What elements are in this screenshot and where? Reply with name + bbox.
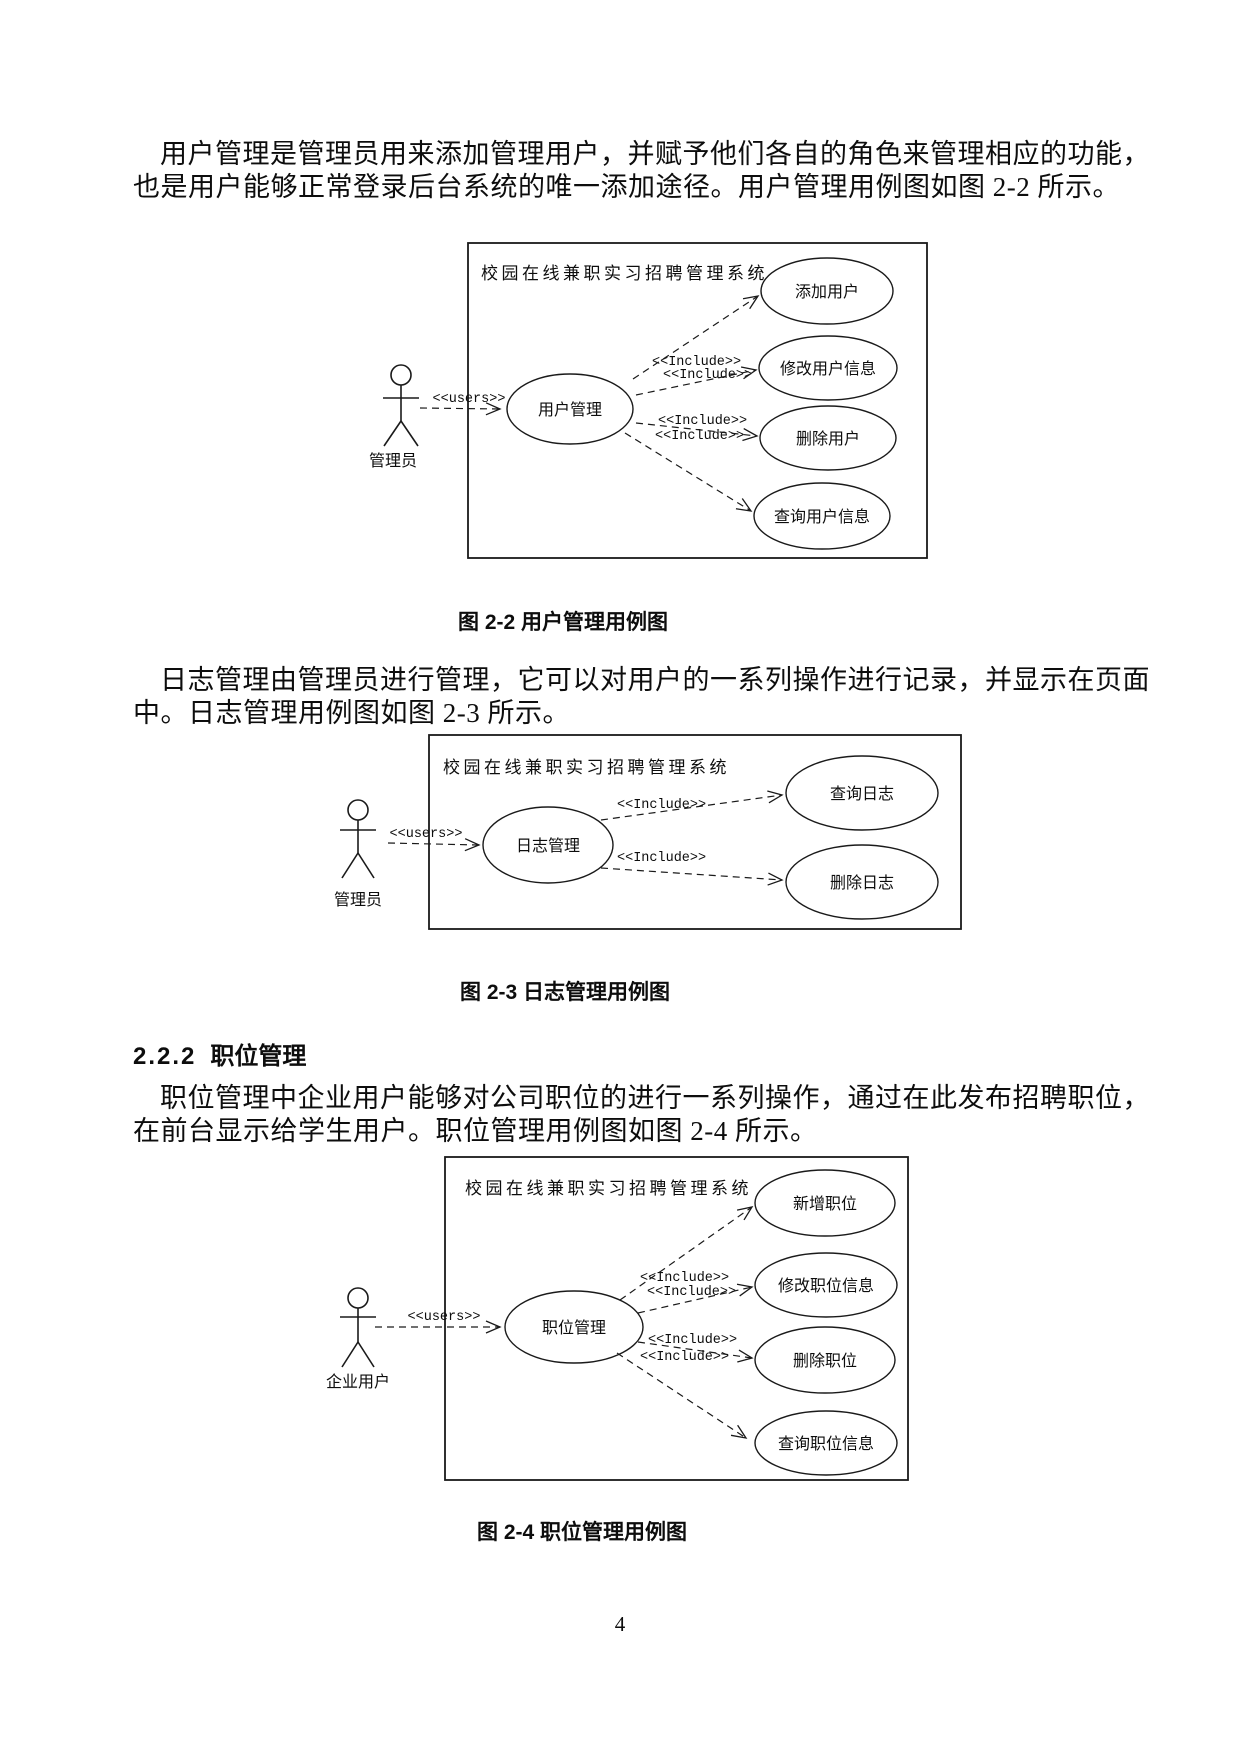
usecase-ellipse <box>759 405 897 471</box>
usecase-ellipse <box>785 844 939 920</box>
usecase-ellipse <box>758 335 898 401</box>
figure-caption: 图 2-2 用户管理用例图 <box>458 611 669 634</box>
actor-leg <box>383 420 402 447</box>
system-boundary <box>444 1156 909 1481</box>
paragraph-line: 职位管理中企业用户能够对公司职位的进行一系列操作，通过在此发布招聘职位， <box>160 1083 1150 1113</box>
actor-head <box>390 364 412 386</box>
figure-caption: 图 2-4 职位管理用例图 <box>477 1521 688 1544</box>
include-arrow <box>635 422 759 442</box>
usecase-ellipse <box>785 755 939 831</box>
usecase-diagram-log-management: 校园在线兼职实习招聘管理系统 管理员 <<users>> 日志管理 查询日志 删… <box>334 734 962 930</box>
page-number: 4 <box>614 1612 626 1636</box>
paragraph-line: 用户管理是管理员用来添加管理用户，并赋予他们各自的角色来管理相应的功能， <box>160 139 1150 169</box>
actor-label: 管理员 <box>369 452 417 470</box>
paragraph-2: 日志管理由管理员进行管理，它可以对用户的一系列操作进行记录，并显示在页面 中。日… <box>133 664 1150 730</box>
usecase-label: 修改用户信息 <box>780 360 876 378</box>
include-arrow <box>635 366 758 396</box>
association-arrow <box>387 838 481 852</box>
usecase-label: 添加用户 <box>795 283 859 301</box>
include-arrow <box>619 1206 754 1301</box>
include-arrow <box>624 432 753 512</box>
usecase-ellipse <box>754 1326 896 1394</box>
include-stereotype-label: <<Include>> <box>655 429 744 444</box>
usecase-label: 查询日志 <box>830 785 894 803</box>
usecase-label: 删除用户 <box>796 430 860 448</box>
system-title: 校园在线兼职实习招聘管理系统 <box>443 758 730 777</box>
system-boundary <box>467 242 928 559</box>
users-stereotype-label: <<users>> <box>433 392 506 407</box>
usecase-label: 查询职位信息 <box>778 1435 874 1453</box>
actor-label: 管理员 <box>334 891 382 909</box>
usecase-label: 删除职位 <box>793 1352 857 1370</box>
actor-leg <box>357 852 375 879</box>
include-stereotype-label: <<Include>> <box>647 1285 736 1300</box>
actor-head <box>347 1287 369 1309</box>
usecase-diagram-position-management: 校园在线兼职实习招聘管理系统 企业用户 <<users>> 职位管理 新增职位 … <box>326 1156 909 1481</box>
system-boundary <box>428 734 962 930</box>
include-arrow <box>632 295 760 380</box>
usecase-label: 查询用户信息 <box>774 508 870 526</box>
paragraph-line: 在前台显示给学生用户。职位管理用例图如图 2-4 所示。 <box>133 1116 818 1146</box>
include-arrow <box>637 1283 754 1314</box>
usecase-label: 用户管理 <box>538 401 602 419</box>
paragraph-3: 职位管理中企业用户能够对公司职位的进行一系列操作，通过在此发布招聘职位， 在前台… <box>133 1082 1150 1148</box>
usecase-ellipse <box>753 482 891 550</box>
usecase-ellipse-main <box>482 806 614 884</box>
usecase-diagram-user-management: 校园在线兼职实习招聘管理系统 管理员 <<users>> 用户管理 添加用户 修… <box>369 242 928 559</box>
include-stereotype-label: <<Include>> <box>652 355 741 370</box>
usecase-label: 删除日志 <box>830 874 894 892</box>
section-title: 职位管理 <box>210 1043 307 1070</box>
actor-leg <box>357 1341 375 1368</box>
actor-leg <box>341 852 359 879</box>
actor-label: 企业用户 <box>326 1373 390 1391</box>
include-stereotype-label: <<Include>> <box>617 798 706 813</box>
figure-caption: 图 2-3 日志管理用例图 <box>460 981 671 1004</box>
paragraph-line: 也是用户能够正常登录后台系统的唯一添加途径。用户管理用例图如图 2-2 所示。 <box>133 172 1120 202</box>
usecase-label: 修改职位信息 <box>778 1277 874 1295</box>
actor-leg <box>400 420 419 447</box>
usecase-ellipse-main <box>506 373 634 445</box>
actor-enterprise-user: 企业用户 <box>326 1287 390 1391</box>
system-title: 校园在线兼职实习招聘管理系统 <box>465 1179 752 1198</box>
actor-leg <box>341 1341 359 1368</box>
include-arrow <box>600 790 784 821</box>
include-stereotype-label: <<Include>> <box>617 851 706 866</box>
actor-head <box>347 799 369 821</box>
include-stereotype-label: <<Include>> <box>663 368 752 383</box>
users-stereotype-label: <<users>> <box>408 1310 481 1325</box>
system-title: 校园在线兼职实习招聘管理系统 <box>481 264 768 283</box>
paragraph-line: 中。日志管理用例图如图 2-3 所示。 <box>133 698 570 728</box>
usecase-label: 日志管理 <box>516 837 580 855</box>
include-stereotype-label: <<Include>> <box>658 414 747 429</box>
actor-admin: 管理员 <box>369 364 419 470</box>
include-stereotype-label: <<Include>> <box>648 1333 737 1348</box>
include-arrow <box>600 867 784 886</box>
section-heading: 2.2.2 职位管理 <box>133 1036 306 1071</box>
usecase-label: 新增职位 <box>793 1195 857 1213</box>
include-stereotype-label: <<Include>> <box>640 1350 729 1365</box>
actor-admin: 管理员 <box>334 799 382 909</box>
usecase-ellipse <box>754 1169 896 1237</box>
usecase-ellipse <box>754 1252 898 1318</box>
association-arrow <box>419 402 502 416</box>
section-number: 2.2.2 <box>133 1043 197 1070</box>
users-stereotype-label: <<users>> <box>390 827 463 842</box>
usecase-ellipse <box>760 257 894 325</box>
usecase-ellipse-main <box>504 1290 644 1364</box>
paragraph-line: 日志管理由管理员进行管理，它可以对用户的一系列操作进行记录，并显示在页面 <box>160 665 1150 695</box>
paragraph-1: 用户管理是管理员用来添加管理用户，并赋予他们各自的角色来管理相应的功能， 也是用… <box>133 138 1150 204</box>
include-stereotype-label: <<Include>> <box>640 1271 729 1286</box>
usecase-label: 职位管理 <box>542 1319 606 1337</box>
usecase-ellipse <box>754 1410 898 1476</box>
include-arrow <box>616 1352 748 1439</box>
